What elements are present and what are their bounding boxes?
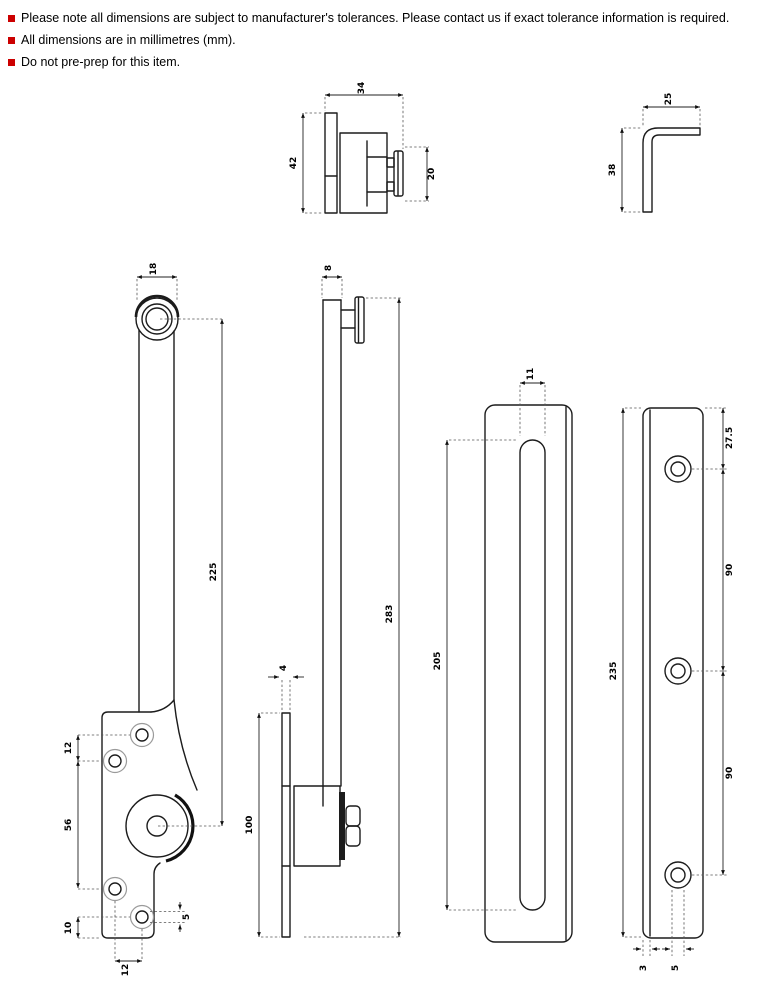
dim-label-arm-length: 225 <box>209 563 219 582</box>
view-arm-side: 8 283 100 4 <box>245 265 401 938</box>
dim-label-flange-height: 42 <box>289 157 299 170</box>
dim-label-hole-pitch-upper: 90 <box>725 564 735 577</box>
note-item: All dimensions are in millimetres (mm). <box>8 29 768 51</box>
dim-label-hole-pitch-lower: 90 <box>725 767 735 780</box>
note-item: Please note all dimensions are subject t… <box>8 7 768 29</box>
pivot-assembly-dimensions: 34 42 20 <box>289 82 437 214</box>
view-drilled-plate: 27.5 90 90 235 3 5 <box>609 407 735 971</box>
view-slotted-plate: 11 205 <box>433 368 573 943</box>
dim-label-slot-width: 11 <box>526 368 536 381</box>
note-text: Do not pre-prep for this item. <box>21 55 181 69</box>
bullet-icon <box>8 59 15 66</box>
dim-label-arm-width: 8 <box>324 265 334 271</box>
slotted-plate-outline <box>484 404 573 943</box>
dim-label-edge-margin: 3 <box>639 965 649 971</box>
arm-front-dimensions: 18 225 12 56 10 12 <box>64 263 224 977</box>
dim-label-hole-diameter: 5 <box>671 965 681 971</box>
bullet-icon <box>8 15 15 22</box>
note-item: Do not pre-prep for this item. <box>8 51 768 73</box>
dim-label-overall-width: 34 <box>357 82 367 95</box>
slotted-plate-dimensions: 11 205 <box>433 368 546 911</box>
note-text: Please note all dimensions are subject t… <box>21 11 730 25</box>
dim-label-top-leg: 25 <box>664 93 674 106</box>
drilled-plate-outline <box>642 407 704 939</box>
screw-holes <box>102 722 155 930</box>
dim-label-backplate-length: 100 <box>245 816 255 835</box>
angle-bracket-outline <box>642 127 701 213</box>
dim-label-side-leg: 38 <box>608 164 618 177</box>
view-arm-front: 18 225 12 56 10 12 <box>64 263 224 977</box>
dim-label-hole-span: 56 <box>64 819 74 832</box>
bullet-icon <box>8 37 15 44</box>
arm-front-outline <box>101 294 198 939</box>
arm-side-outline <box>281 296 365 938</box>
dim-label-hole-diameter: 5 <box>182 914 192 920</box>
view-pivot-assembly: 34 42 20 <box>289 82 437 214</box>
dim-label-top-hole-offset: 27.5 <box>725 427 735 449</box>
note-text: All dimensions are in millimetres (mm). <box>21 33 236 47</box>
dim-label-slot-length: 205 <box>433 652 443 671</box>
notes: Please note all dimensions are subject t… <box>8 7 768 73</box>
angle-bracket-dimensions: 25 38 <box>608 93 701 213</box>
dim-label-upper-hole-pitch: 12 <box>64 742 74 755</box>
arm-side-dimensions: 8 283 100 4 <box>245 265 401 938</box>
dim-label-plate-length: 235 <box>609 662 619 681</box>
dim-label-bottom-offset: 10 <box>64 922 74 935</box>
pivot-assembly-outline <box>324 112 404 214</box>
dim-label-backplate-thickness: 4 <box>279 665 289 671</box>
dim-label-spindle-height: 20 <box>427 168 437 181</box>
dim-label-overall-length: 283 <box>385 605 395 624</box>
drilled-plate-dimensions: 27.5 90 90 235 3 5 <box>609 407 735 971</box>
view-angle-bracket: 25 38 <box>608 93 701 213</box>
dim-label-lower-hole-pitch: 12 <box>121 964 131 977</box>
dim-label-pivot-width: 18 <box>149 263 159 276</box>
